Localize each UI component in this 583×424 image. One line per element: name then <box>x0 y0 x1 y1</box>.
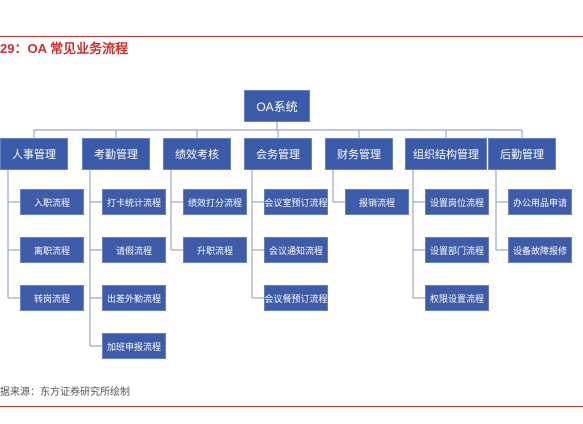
process-node: 设置部门流程 <box>425 237 489 263</box>
process-node: 办公用品申请 <box>508 189 572 215</box>
process-node: 会议餐预订流程 <box>264 285 328 311</box>
process-node: 离职流程 <box>20 237 84 263</box>
source-note: 据来源：东方证券研究所绘制 <box>0 387 130 398</box>
process-node: 报销流程 <box>345 189 409 215</box>
figure-title: 29：OA 常见业务流程 <box>0 41 129 56</box>
process-node: 会议通知流程 <box>264 237 328 263</box>
process-node: 加班申报流程 <box>102 333 166 359</box>
top-rule <box>0 36 583 37</box>
process-node: 转岗流程 <box>20 285 84 311</box>
process-node: 设置岗位流程 <box>425 189 489 215</box>
category-node: 人事管理 <box>0 138 68 170</box>
process-node: 打卡统计流程 <box>102 189 166 215</box>
category-node: 财务管理 <box>325 138 393 170</box>
process-node: 会议室预订流程 <box>264 189 328 215</box>
category-node: 考勤管理 <box>82 138 150 170</box>
process-node: 出差外勤流程 <box>102 285 166 311</box>
process-node: 入职流程 <box>20 189 84 215</box>
category-node: 后勤管理 <box>488 138 556 170</box>
bottom-rule <box>0 406 583 407</box>
process-node: 请假流程 <box>102 237 166 263</box>
category-node: 组织结构管理 <box>405 138 487 170</box>
category-node: 会务管理 <box>244 138 312 170</box>
process-node: 权限设置流程 <box>425 285 489 311</box>
process-node: 绩效打分流程 <box>183 189 247 215</box>
process-node: 升职流程 <box>183 237 247 263</box>
process-node: 设备故障报修 <box>508 237 572 263</box>
category-node: 绩效考核 <box>163 138 231 170</box>
root-node: OA系统 <box>244 90 310 122</box>
